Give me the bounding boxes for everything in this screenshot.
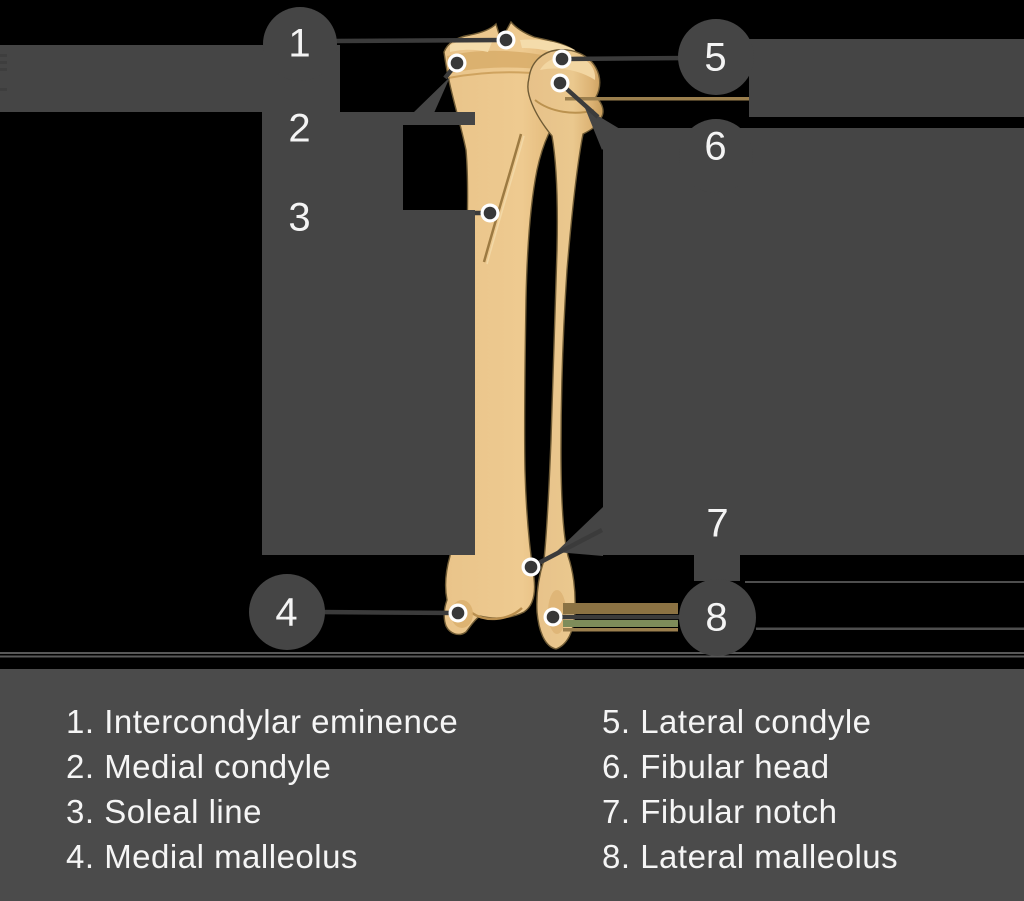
legend-item-8: 8. Lateral malleolus — [602, 838, 899, 875]
callout-circle-5[interactable] — [678, 19, 754, 95]
rule-line-right-a — [745, 581, 1024, 583]
leader-line-1 — [331, 37, 507, 44]
callout-circle-4[interactable] — [249, 574, 325, 650]
quiz-leader-lines — [317, 37, 691, 620]
covered-text-tick — [0, 88, 7, 91]
callout-number-3[interactable]: 3 — [288, 195, 312, 240]
callout-2-wedge — [413, 77, 450, 113]
callout-number-6[interactable]: 6 — [704, 124, 728, 169]
anchor-dot-3 — [480, 203, 500, 223]
tibia-inferior-curve — [471, 607, 523, 621]
callout-circle-1[interactable] — [263, 7, 337, 81]
callout-6-wedge — [585, 108, 620, 150]
anchor-dot-2 — [447, 53, 467, 73]
anchor-dot-7 — [521, 557, 541, 577]
anchor-dot-8 — [543, 607, 563, 627]
gold-leader-line-bottom-thin — [563, 628, 678, 632]
leader-line-4 — [317, 609, 459, 616]
cover-panel-left-lower — [403, 210, 475, 555]
callout-circle-8[interactable] — [679, 579, 756, 656]
callout-number-2[interactable]: 2 — [288, 106, 312, 151]
legend-column-right: 5. Lateral condyle 6. Fibular head 7. Fi… — [602, 699, 898, 879]
anchor-dot-4 — [448, 603, 468, 623]
legend-item-6: 6. Fibular head — [602, 748, 830, 785]
legend-item-3: 3. Soleal line — [66, 793, 262, 830]
callout-number-8[interactable]: 8 — [705, 595, 729, 640]
leader-line-7 — [529, 528, 604, 569]
covered-text-tick — [0, 61, 7, 64]
green-leader-line-bottom — [563, 620, 678, 627]
soleal-line-ridge — [482, 133, 523, 263]
callout-7-wedge — [556, 507, 603, 556]
anchor-dot-5 — [552, 49, 572, 69]
leader-line-5 — [561, 55, 691, 62]
legend-item-1: 1. Intercondylar eminence — [66, 703, 459, 740]
anchor-dot-6 — [550, 73, 570, 93]
legend-panel: 1. Intercondylar eminence 2. Medial cond… — [0, 669, 1024, 901]
cover-panel-left-main — [262, 125, 403, 555]
rule-line-full-b — [0, 655, 1024, 658]
cover-tab-8 — [694, 555, 740, 581]
callout-number-7[interactable]: 7 — [706, 501, 730, 546]
cover-band-5 — [749, 39, 1024, 117]
gold-leader-line-bottom-thick — [563, 603, 678, 614]
legend-column-left: 1. Intercondylar eminence 2. Medial cond… — [66, 699, 458, 879]
covered-text-tick — [0, 68, 7, 71]
rule-line-right-b — [756, 627, 1024, 630]
callout-circle-6-cap[interactable] — [679, 119, 753, 193]
rule-line-full-a — [0, 652, 1024, 654]
legend-item-4: 4. Medial malleolus — [66, 838, 358, 875]
callout-number-1[interactable]: 1 — [288, 21, 312, 66]
legend-item-5: 5. Lateral condyle — [602, 703, 872, 740]
anchor-dots — [447, 30, 572, 627]
cover-panel-left-strip — [262, 112, 475, 125]
anchor-dot-1 — [496, 30, 516, 50]
callout-number-4[interactable]: 4 — [275, 590, 299, 635]
callout-number-5[interactable]: 5 — [704, 35, 728, 80]
cover-panel-right — [603, 128, 1024, 555]
legend-item-2: 2. Medial condyle — [66, 748, 332, 785]
covered-text-tick — [0, 54, 7, 57]
legend-item-7: 7. Fibular notch — [602, 793, 838, 830]
